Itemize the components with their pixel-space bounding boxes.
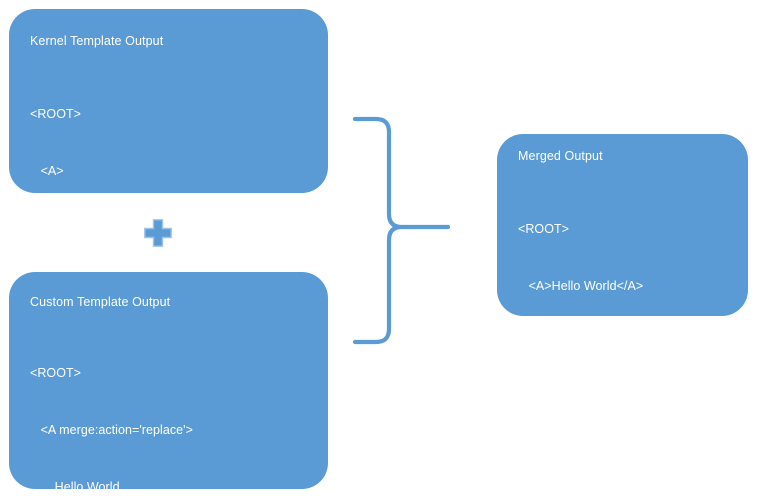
code-block-kernel: <ROOT> <A> <B>Hello</B> <B>World</B> </A… <box>30 67 134 193</box>
code-line: <ROOT> <box>518 222 570 236</box>
code-line: <ROOT> <box>30 366 82 380</box>
code-line: <ROOT> <box>30 107 82 121</box>
code-line: <A> <box>30 164 64 178</box>
code-line: Hello World <box>30 480 120 489</box>
code-block-merged: <ROOT> <A>Hello World</A> <D>Welcome to … <box>518 182 697 316</box>
panel-custom-template-output: Custom Template Output <ROOT> <A merge:a… <box>9 272 328 489</box>
right-brace-icon <box>348 110 458 355</box>
plus-icon <box>144 219 172 247</box>
code-line: <A>Hello World</A> <box>518 279 644 293</box>
panel-title-merged: Merged Output <box>518 149 603 163</box>
panel-kernel-template-output: Kernel Template Output <ROOT> <A> <B>Hel… <box>9 9 328 193</box>
code-block-custom: <ROOT> <A merge:action='replace'> Hello … <box>30 326 194 489</box>
panel-merged-output: Merged Output <ROOT> <A>Hello World</A> … <box>497 134 748 316</box>
code-line: <A merge:action='replace'> <box>30 423 193 437</box>
panel-title-kernel: Kernel Template Output <box>30 34 164 48</box>
panel-title-custom: Custom Template Output <box>30 295 171 309</box>
